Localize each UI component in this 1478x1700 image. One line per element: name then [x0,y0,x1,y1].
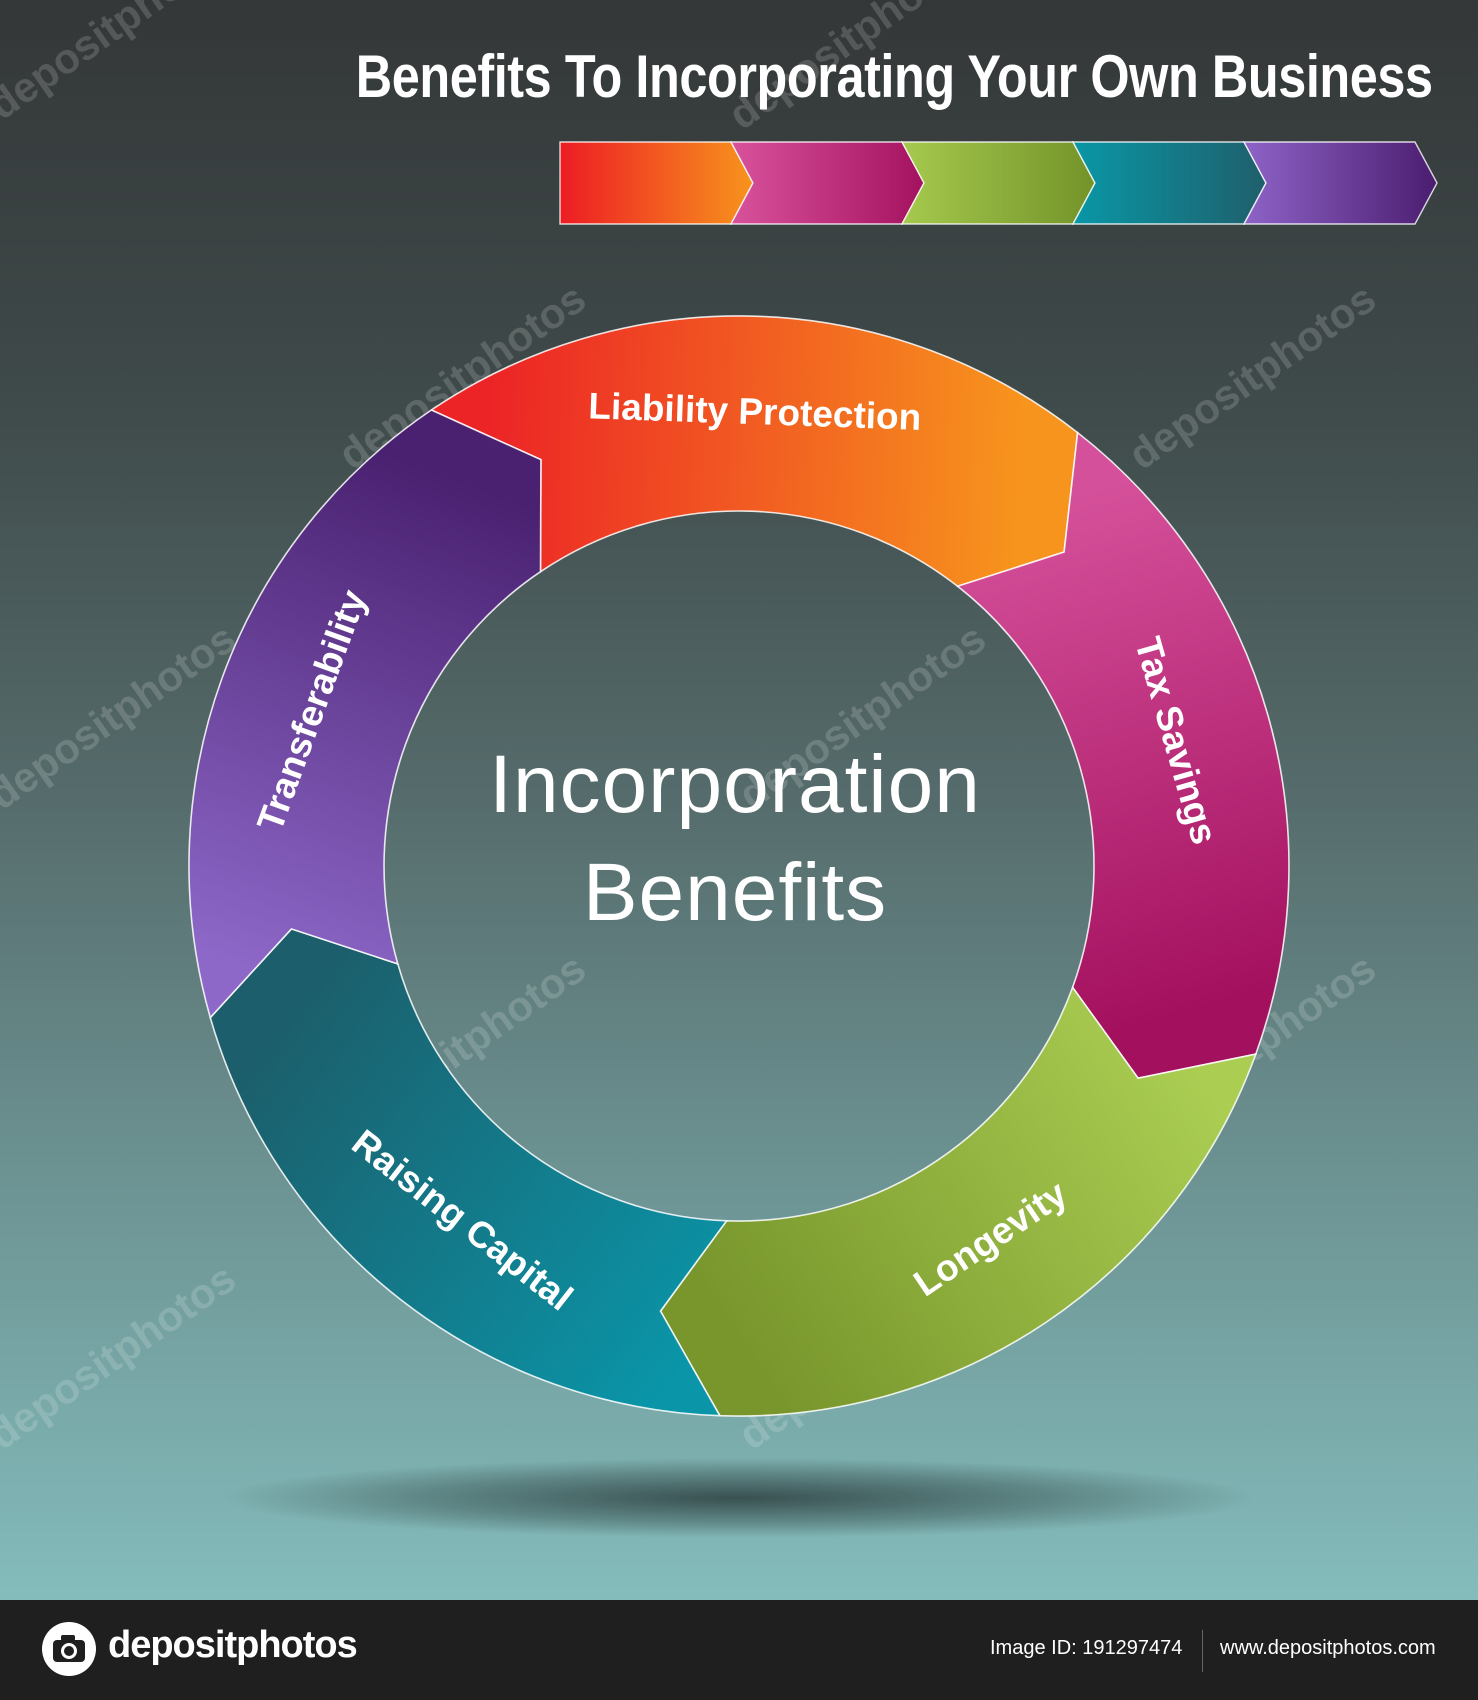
segment-transferability [188,409,542,1020]
footer-divider [1202,1630,1203,1672]
page-title: Benefits To Incorporating Your Own Busin… [355,43,1433,110]
legend-arrow-5 [1242,141,1438,225]
ring-shadow [219,1458,1259,1538]
center-title-line2: Benefits [583,847,887,938]
segment-tax-savings [955,431,1290,1080]
center-title-line1: Incorporation [489,739,981,830]
legend-arrow-3 [900,141,1096,225]
segment-longevity [659,985,1258,1417]
footer-bar: depositphotos Image ID: 191297474 www.de… [0,1600,1478,1700]
site-url[interactable]: www.depositphotos.com [1220,1637,1436,1659]
legend-arrow-2 [729,141,925,225]
legend-arrow-bar [559,141,1438,225]
segment-liability-protection [429,315,1079,588]
image-id-text: Image ID: 191297474 [990,1637,1183,1659]
segment-raising-capital [209,927,729,1417]
legend-arrow-1 [559,141,754,225]
legend-arrow-4 [1071,141,1267,225]
camera-logo-icon [42,1622,96,1676]
brand-name: depositphotos [108,1624,358,1666]
